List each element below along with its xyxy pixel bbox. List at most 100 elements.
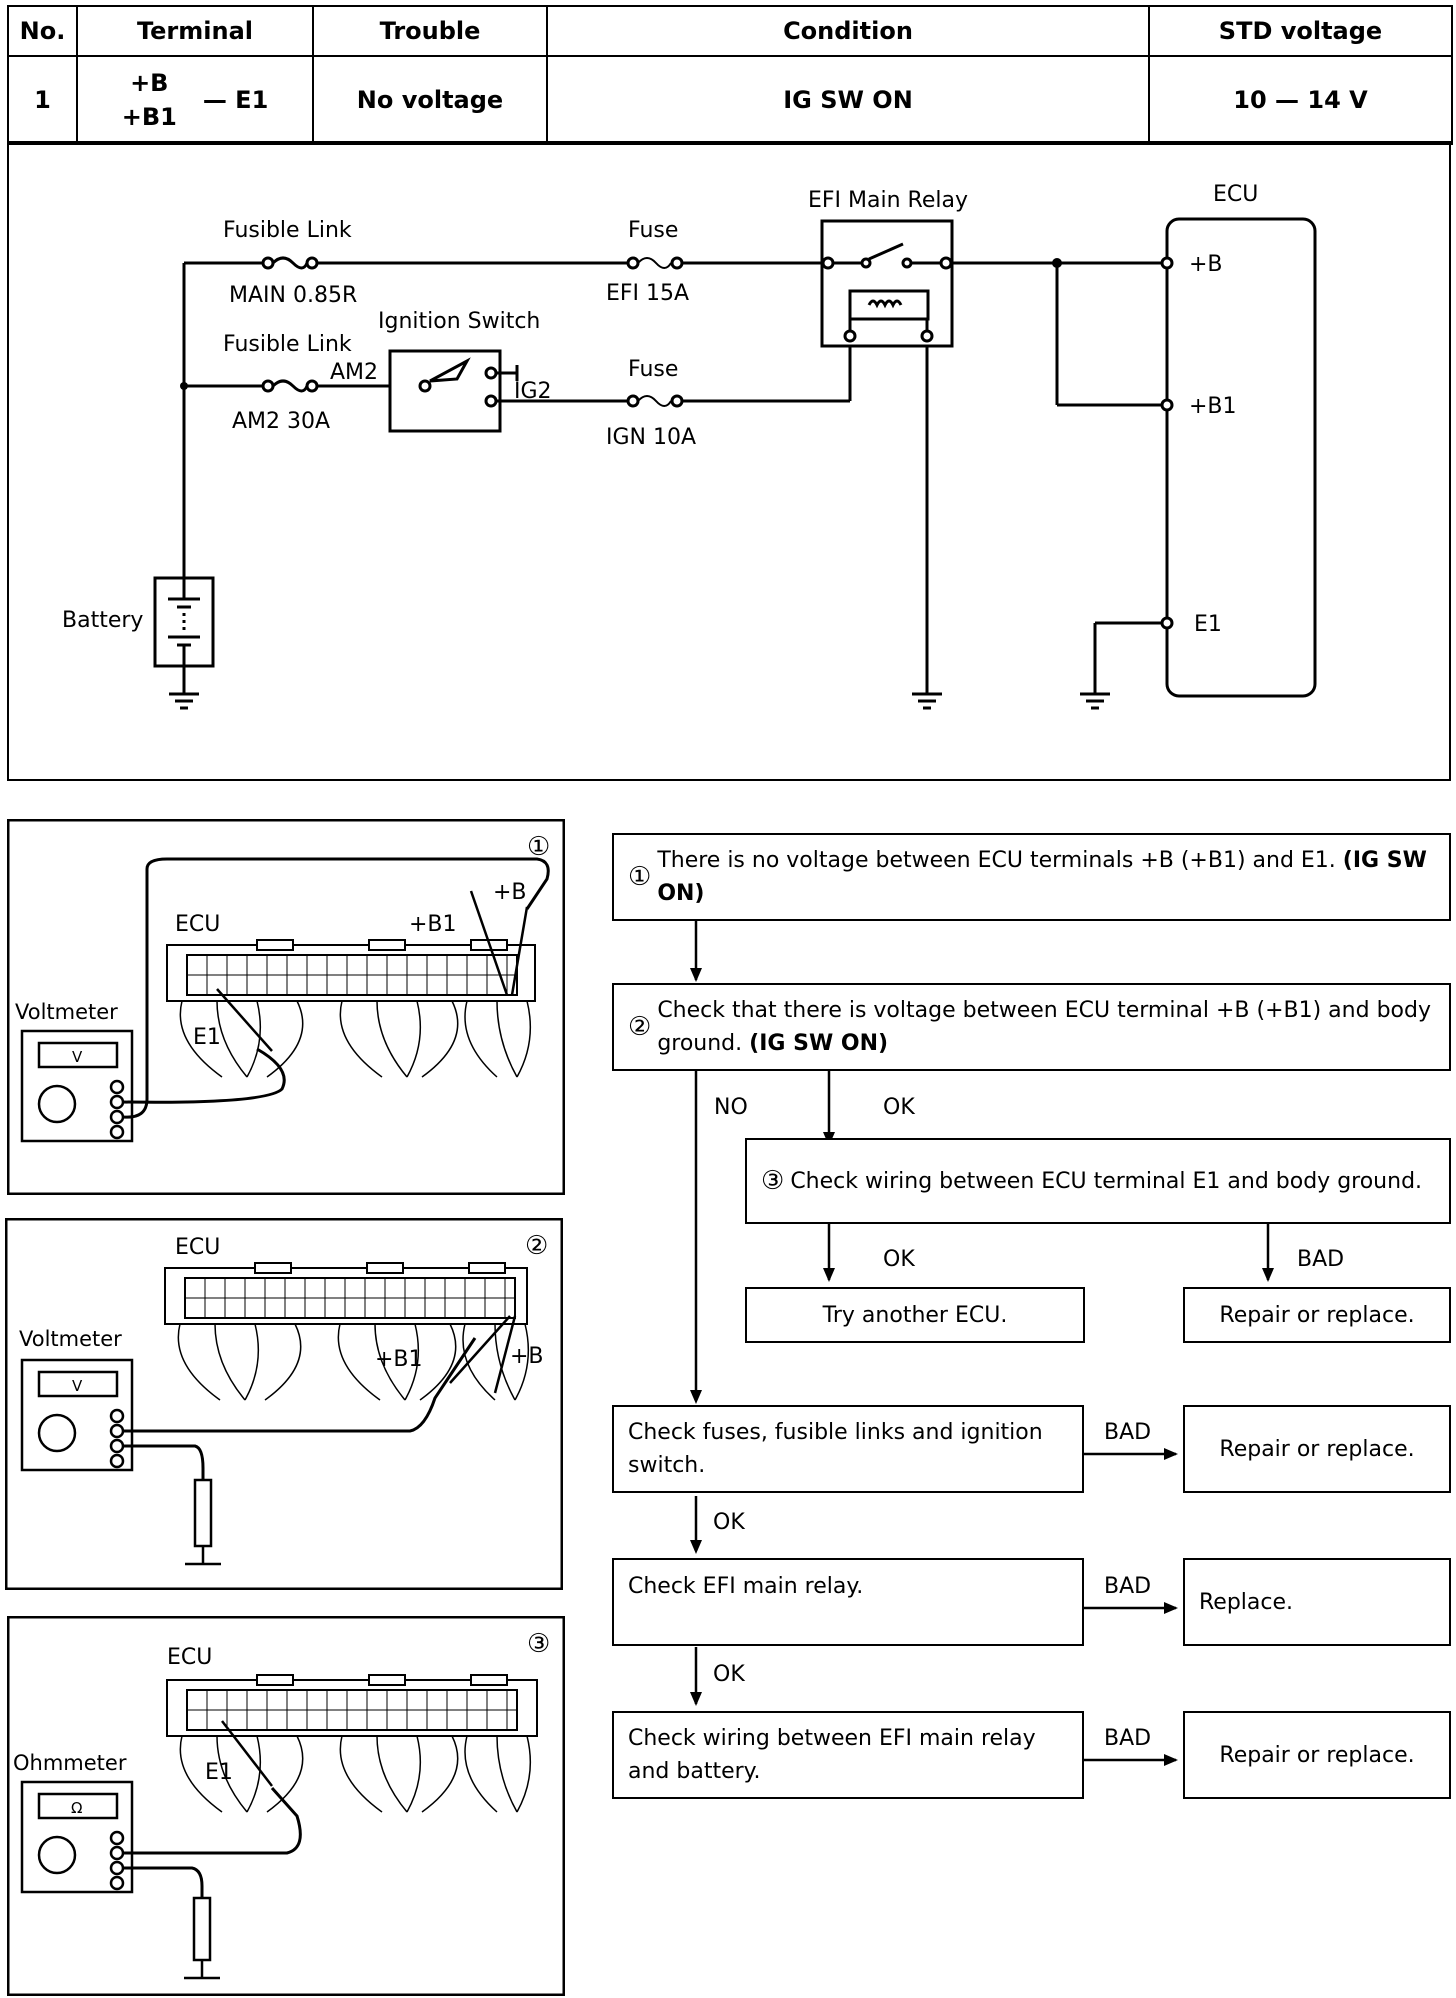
cell-trouble: No voltage xyxy=(312,55,548,145)
flow-check-relay-text: Check EFI main relay. xyxy=(628,1574,864,1599)
flow-check-wiring: Check wiring between EFI main relay and … xyxy=(612,1711,1084,1799)
flow-label-bad-2: BAD xyxy=(1104,1420,1152,1445)
cell-no: 1 xyxy=(7,55,78,145)
ground-icon xyxy=(912,692,942,710)
panel-1-probe-b: +B xyxy=(493,880,527,905)
panel-2-display: V xyxy=(72,1377,83,1395)
header-no: No. xyxy=(7,5,78,57)
spec-table: No. Terminal Trouble Condition STD volta… xyxy=(7,5,1453,145)
flow-label-no: NO xyxy=(714,1095,748,1120)
flow-step-2: ② Check that there is voltage between EC… xyxy=(612,983,1451,1071)
panel-1-display: V xyxy=(72,1048,83,1066)
panel-voltmeter-1: ① ECU +B1 +B E1 Voltmeter V xyxy=(7,819,565,1195)
label-fusible-link-2: Fusible Link xyxy=(223,332,352,357)
header-std-voltage: STD voltage xyxy=(1148,5,1453,57)
label-term-b1: +B1 xyxy=(1189,394,1237,419)
panel-ohmmeter-3: ③ ECU Ohmmeter E1 Ω xyxy=(7,1616,565,1996)
flow-label-bad-3: BAD xyxy=(1104,1574,1152,1599)
flow-step-2-text: Check that there is voltage between ECU … xyxy=(657,998,1431,1056)
panel-3-ecu-label: ECU xyxy=(167,1645,212,1670)
table-row: 1 +B +B1 — E1 No voltage IG SW ON 10 — 1… xyxy=(7,55,1453,145)
flow-label-ok-1: OK xyxy=(883,1095,915,1120)
panel-3-display: Ω xyxy=(71,1799,82,1817)
panel-1-probe-b1: +B1 xyxy=(409,912,457,937)
flow-replace: Replace. xyxy=(1183,1558,1451,1646)
table-header-row: No. Terminal Trouble Condition STD volta… xyxy=(7,5,1453,57)
cell-std-voltage: 10 — 14 V xyxy=(1148,55,1453,145)
flow-try-another-ecu: Try another ECU. xyxy=(745,1287,1085,1343)
header-terminal: Terminal xyxy=(76,5,314,57)
flow-step-3-text: Check wiring between ECU terminal E1 and… xyxy=(790,1168,1423,1194)
cell-terminal: +B +B1 — E1 xyxy=(76,55,314,145)
label-efi-main-relay: EFI Main Relay xyxy=(808,188,968,213)
header-trouble: Trouble xyxy=(312,5,548,57)
flow-label-bad-1: BAD xyxy=(1297,1247,1345,1272)
flow-repair-1-text: Repair or replace. xyxy=(1219,1302,1415,1328)
flow-label-ok-2: OK xyxy=(883,1247,915,1272)
panel-1-number: ① xyxy=(527,832,550,862)
ecu-connector-icon xyxy=(166,939,536,1002)
label-efi-fuse: EFI 15A xyxy=(606,281,689,306)
panel-1-probe-e1: E1 xyxy=(193,1025,221,1050)
flow-repair-3: Repair or replace. xyxy=(1183,1711,1451,1799)
ecu-connector-icon xyxy=(166,1674,538,1737)
flow-step-1: ① There is no voltage between ECU termin… xyxy=(612,833,1451,921)
label-ecu: ECU xyxy=(1213,182,1258,207)
circuit-diagram: Fusible Link MAIN 0.85R Fuse EFI 15A EFI… xyxy=(7,141,1451,781)
panel-3-meter-label: Ohmmeter xyxy=(13,1751,127,1775)
panel-1-ecu-label: ECU xyxy=(175,912,220,937)
ground-probe-icon xyxy=(184,1896,220,1980)
flow-step-3: ③ Check wiring between ECU terminal E1 a… xyxy=(745,1138,1451,1224)
flow-step-3-number: ③ xyxy=(761,1166,785,1196)
flow-step-1-number: ① xyxy=(628,862,652,892)
label-ig2: IG2 xyxy=(514,379,552,404)
label-fusible-link-1: Fusible Link xyxy=(223,218,352,243)
terminal-top: +B xyxy=(130,69,169,97)
ohmmeter-icon xyxy=(20,1780,134,1894)
flow-step-1-condition: (IG SW ON) xyxy=(657,848,1427,906)
panel-2-probe-b1: +B1 xyxy=(375,1347,423,1372)
panel-2-number: ② xyxy=(525,1231,548,1261)
flow-repair-2-text: Repair or replace. xyxy=(1219,1436,1415,1462)
label-am2: AM2 xyxy=(330,360,378,385)
voltmeter-icon xyxy=(20,1358,134,1472)
ground-icon xyxy=(169,692,199,710)
ecu-box-icon xyxy=(1160,217,1317,698)
label-ignition-switch: Ignition Switch xyxy=(378,309,540,334)
flow-repair-3-text: Repair or replace. xyxy=(1219,1742,1415,1768)
flow-label-ok-3: OK xyxy=(713,1510,745,1535)
label-am2-30a: AM2 30A xyxy=(232,409,330,434)
flow-replace-text: Replace. xyxy=(1199,1589,1294,1615)
label-main: MAIN 0.85R xyxy=(229,283,357,308)
panel-1-meter-label: Voltmeter xyxy=(15,1000,118,1024)
label-term-b: +B xyxy=(1189,252,1223,277)
efi-main-relay-icon xyxy=(820,219,954,348)
label-fuse-1: Fuse xyxy=(628,218,678,243)
flow-check-fuses-text: Check fuses, fusible links and ignition … xyxy=(628,1420,1043,1478)
terminal-bottom: +B1 xyxy=(121,103,177,131)
flow-label-bad-4: BAD xyxy=(1104,1726,1152,1751)
header-condition: Condition xyxy=(546,5,1150,57)
flow-try-ecu-text: Try another ECU. xyxy=(822,1302,1008,1328)
ground-probe-icon xyxy=(185,1478,221,1566)
ignition-switch-icon xyxy=(388,349,519,433)
panel-2-ecu-label: ECU xyxy=(175,1235,220,1260)
flow-repair-2: Repair or replace. xyxy=(1183,1405,1451,1493)
panel-3-probe-e1: E1 xyxy=(205,1760,233,1785)
ground-icon xyxy=(1080,692,1110,710)
label-battery: Battery xyxy=(62,608,143,633)
ecu-connector-icon xyxy=(164,1262,528,1325)
battery-icon xyxy=(153,576,215,694)
panel-voltmeter-2: ② ECU Voltmeter +B1 +B V xyxy=(5,1218,563,1590)
flow-repair-1: Repair or replace. xyxy=(1183,1287,1451,1343)
voltmeter-icon xyxy=(20,1029,134,1143)
flow-step-1-text: There is no voltage between ECU terminal… xyxy=(657,848,1336,873)
label-term-e1: E1 xyxy=(1194,612,1222,637)
flow-label-ok-4: OK xyxy=(713,1662,745,1687)
flow-check-wiring-text: Check wiring between EFI main relay and … xyxy=(628,1726,1036,1784)
flow-step-2-condition: (IG SW ON) xyxy=(749,1031,889,1056)
flow-step-2-number: ② xyxy=(628,1012,652,1042)
panel-2-meter-label: Voltmeter xyxy=(19,1327,122,1351)
label-fuse-2: Fuse xyxy=(628,357,678,382)
